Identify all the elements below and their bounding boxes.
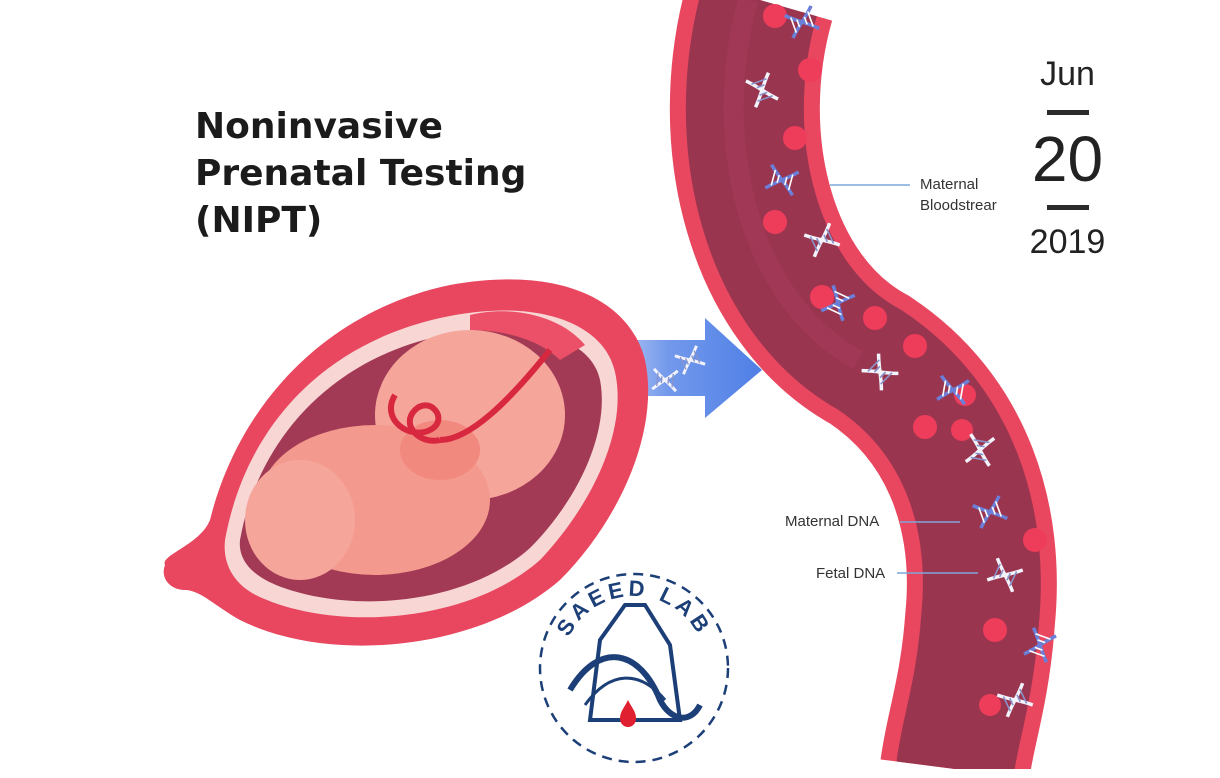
date-badge: Jun 20 2019 <box>1020 52 1115 262</box>
flask-icon <box>587 603 683 722</box>
uterus-with-fetus <box>163 279 649 646</box>
title-line-1: Noninvasive <box>195 106 443 147</box>
saeed-lab-logo <box>534 568 734 768</box>
blood-drop-icon <box>620 700 636 727</box>
title-line-3: (NIPT) <box>195 200 323 241</box>
logo-text: SAEED LAB <box>551 576 716 640</box>
label-fetal-dna: Fetal DNA <box>816 565 886 582</box>
title-line-2: Prenatal Testing <box>195 153 527 194</box>
date-month: Jun <box>1040 55 1095 93</box>
date-day: 20 <box>1031 123 1104 195</box>
label-maternal-dna: Maternal DNA <box>785 513 880 530</box>
callout-lines <box>830 184 978 574</box>
page-title: Noninvasive Prenatal Testing (NIPT) <box>195 103 526 244</box>
date-divider-top <box>1046 110 1089 115</box>
logo-ring-text: SAEED LAB <box>551 576 716 640</box>
date-divider-bottom <box>1046 205 1089 210</box>
fetus <box>245 330 565 580</box>
label-maternal-bloodstream-2: Bloodstrear <box>920 197 997 214</box>
date-year: 2019 <box>1029 223 1106 261</box>
blood-cells <box>763 4 1047 716</box>
label-maternal-bloodstream-1: Maternal <box>920 176 979 193</box>
